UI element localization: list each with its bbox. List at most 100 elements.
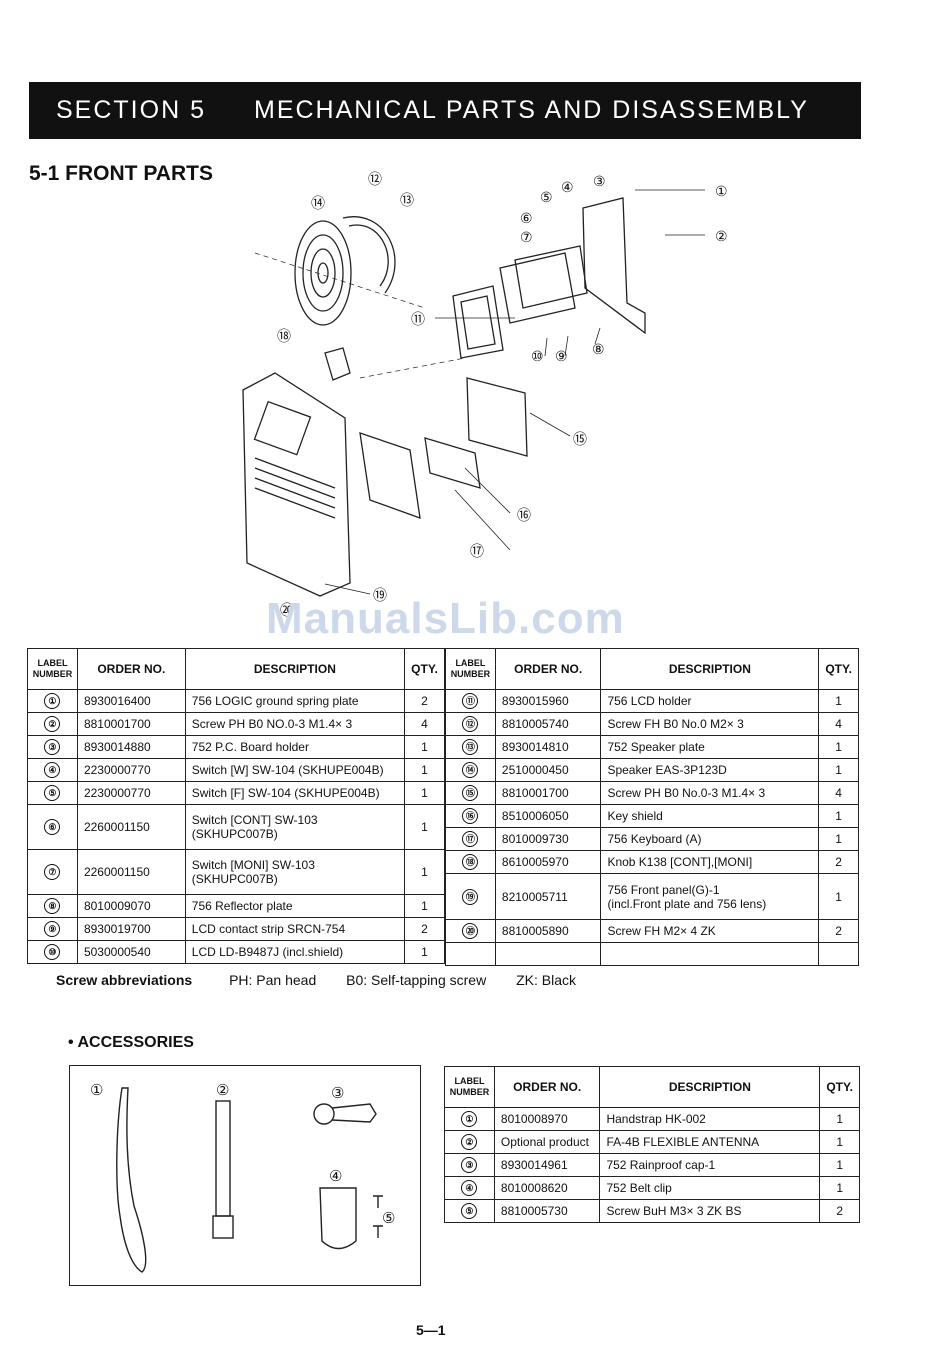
diagram-label-9: ⑨	[555, 348, 568, 364]
accessory-label-2: ②	[216, 1082, 229, 1099]
accessories-table: LABEL NUMBER ORDER NO. DESCRIPTION QTY. …	[444, 1066, 860, 1223]
exploded-parts-diagram: ① ② ③ ④ ⑤ ⑥ ⑦ ⑧ ⑨ ⑩ ⑪ ⑫ ⑬ ⑭ ⑮ ⑯ ⑰ ⑱ ⑲ ⑳	[242, 171, 728, 618]
description: Screw PH B0 NO.0-3 M1.4× 3	[184, 712, 405, 736]
order-no: 5030000540	[76, 940, 186, 964]
accessory-label-5: ⑤	[382, 1210, 395, 1227]
table-header-row: LABEL NUMBER ORDER NO. DESCRIPTION QTY.	[444, 1066, 860, 1108]
order-no: 8010009730	[494, 827, 602, 851]
label-number: ⑤	[461, 1203, 478, 1219]
description: 756 LOGIC ground spring plate	[184, 689, 405, 713]
table-header-row: LABEL NUMBER ORDER NO. DESCRIPTION QTY.	[27, 648, 446, 690]
qty: 1	[403, 940, 446, 964]
header-label-number: LABEL NUMBER	[27, 648, 78, 690]
accessories-drawing: ① ② ③ ④ ⑤	[90, 1082, 395, 1273]
header-qty: QTY.	[403, 648, 446, 690]
label-number: ⑬	[462, 739, 479, 755]
rain-cap-shape	[313, 1103, 335, 1125]
order-no: 8810001700	[494, 781, 602, 805]
diagram-label-7: ⑦	[520, 229, 533, 245]
qty: 4	[818, 781, 859, 805]
diagram-label-8: ⑧	[592, 341, 605, 357]
section-banner: SECTION 5 MECHANICAL PARTS AND DISASSEMB…	[29, 82, 861, 139]
order-no: 8930014880	[76, 735, 186, 759]
qty: 4	[818, 712, 859, 736]
label-number: ⑪	[462, 693, 479, 709]
qty: 1	[819, 1107, 860, 1131]
order-no: 8930015960	[494, 689, 602, 713]
header-label-number: LABEL NUMBER	[445, 648, 496, 690]
diagram-label-16: ⑯	[517, 507, 531, 523]
section-title: MECHANICAL PARTS AND DISASSEMBLY	[254, 96, 809, 124]
qty: 4	[403, 712, 446, 736]
lcd-shape	[499, 252, 576, 324]
order-no: 8930016400	[76, 689, 186, 713]
description: 752 Rainproof cap-1	[599, 1153, 821, 1177]
label-number: ⑦	[44, 864, 61, 880]
order-no: 8010009070	[76, 894, 186, 918]
order-no: 8210005711	[494, 873, 602, 920]
header-description: DESCRIPTION	[599, 1066, 821, 1108]
header-description: DESCRIPTION	[184, 648, 405, 690]
diagram-label-4: ④	[561, 179, 574, 195]
qty: 1	[403, 758, 446, 782]
order-no: 2230000770	[76, 781, 186, 805]
description: Screw FH B0 No.0 M2× 3	[600, 712, 820, 736]
abbreviation-item: PH: Pan head	[229, 972, 317, 988]
qty: 1	[818, 804, 859, 828]
diagram-label-11: ⑪	[411, 311, 425, 327]
label-number: ②	[461, 1134, 478, 1150]
speaker-plate-shape	[342, 216, 396, 294]
header-qty: QTY.	[819, 1066, 860, 1108]
header-description: DESCRIPTION	[600, 648, 820, 690]
diagram-label-5: ⑤	[540, 189, 553, 205]
order-no: 8010008970	[493, 1107, 601, 1131]
description: Speaker EAS-3P123D	[600, 758, 820, 782]
qty: 1	[403, 735, 446, 759]
order-no: 8930014961	[493, 1153, 601, 1177]
diagram-label-18: ⑱	[277, 328, 291, 344]
label-number: ①	[44, 693, 61, 709]
description: Screw BuH M3× 3 ZK BS	[599, 1199, 821, 1223]
qty: 1	[403, 894, 446, 918]
order-no: 8810005730	[493, 1199, 601, 1223]
accessory-label-4: ④	[329, 1168, 342, 1185]
label-number: ①	[461, 1111, 478, 1127]
qty: 1	[403, 781, 446, 805]
qty: 2	[818, 919, 859, 943]
description: 756 Front panel(G)-1(incl.Front plate an…	[600, 873, 820, 920]
board-holder-shape	[582, 197, 646, 335]
description: Switch [MONI] SW-103(SKHUPC007B)	[184, 849, 405, 895]
accessory-label-3: ③	[331, 1085, 344, 1102]
description: 752 Speaker plate	[600, 735, 820, 759]
watermark: ManualsLib.com	[266, 594, 625, 643]
diagram-label-12: ⑫	[368, 171, 382, 187]
description: 752 P.C. Board holder	[184, 735, 405, 759]
qty: 2	[403, 917, 446, 941]
keypad-shape	[359, 432, 421, 519]
description-line-1: 756 Front panel(G)-1	[607, 882, 720, 897]
order-no: 2260001150	[76, 804, 186, 850]
label-number: ④	[461, 1180, 478, 1196]
order-no: 8810001700	[76, 712, 186, 736]
label-number: ⑨	[44, 921, 61, 937]
label-number: ⑰	[462, 831, 479, 847]
qty: 1	[403, 849, 446, 895]
description-line-1: Switch [MONI] SW-103	[191, 858, 315, 872]
qty: 1	[818, 827, 859, 851]
description-line-1: Switch [CONT] SW-103	[191, 813, 318, 827]
abbreviations-title: Screw abbreviations	[56, 972, 193, 988]
handstrap-shape	[116, 1087, 147, 1273]
header-qty: QTY.	[818, 648, 859, 690]
